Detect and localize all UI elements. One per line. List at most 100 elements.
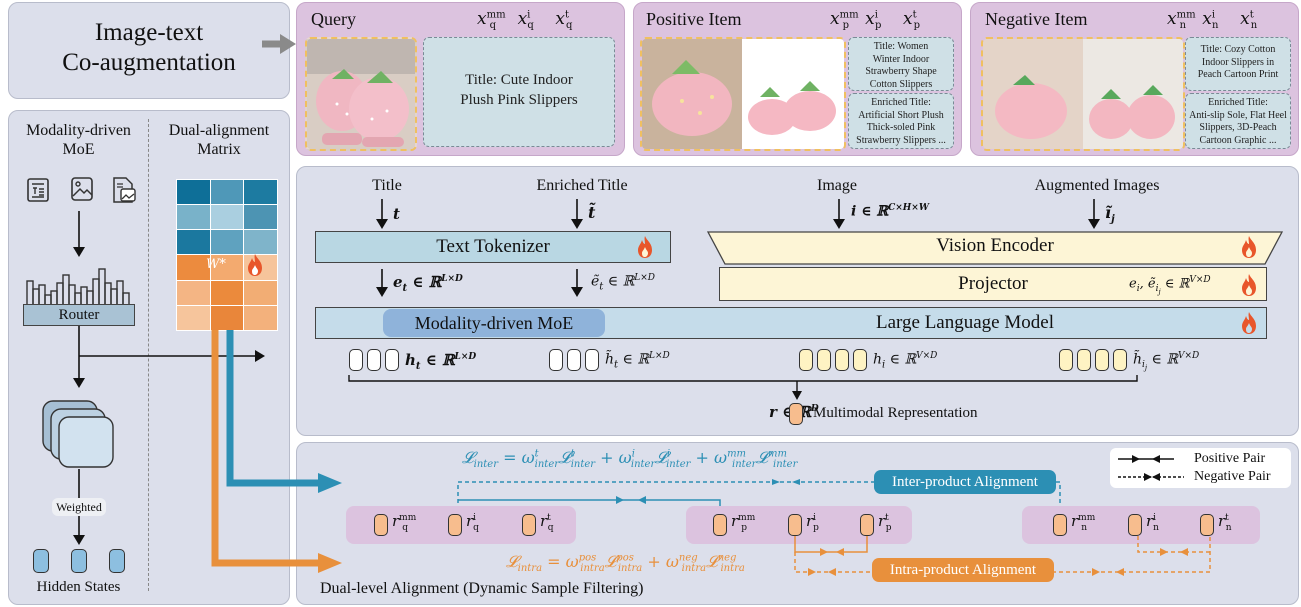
multimodal-rep-label: Multimodal Representation [813,405,978,421]
positive-panel: Positive Item xmmp xip xtp Title: Women … [633,2,962,156]
sym-ht-sup: L×D [454,352,477,362]
input-image-label: Image [817,177,857,194]
moe-title: Modality-driven MoE [26,122,131,158]
negative-symbols: xmmn xin xtn [1167,9,1258,32]
matrix-cell [210,205,244,230]
inter-eq-2-Lsub: inter [666,459,691,471]
augment-arrow [262,34,296,54]
rq-t: rtq [540,512,554,533]
inter-eq-1-sub: inter [534,459,560,471]
rq-t-slot [522,514,536,536]
intra-eq-2: + ω [642,552,679,571]
stacked-states [42,400,114,468]
co-augmentation-panel: Image-text Co-augmentation [8,2,290,99]
sym-r-sup: D [810,404,819,414]
model-panel: Title Enriched Title Image Augmented Ima… [296,166,1299,436]
positive-text-enriched: Enriched Title: Artificial Short Plush T… [856,97,946,146]
inter-eq-2-L: 𝓛 [655,448,667,467]
positive-pair-line [1118,455,1174,463]
sym-ett-text: ẽ [591,273,600,290]
sym-aug-sub: j [1111,214,1115,226]
intra-product-label: Intra-product Alignment [889,562,1037,578]
hidden-state-3 [109,549,125,573]
hi-slot-2 [817,349,831,371]
inter-eq-2-Lsup: i [666,448,671,460]
sym-hij-sup: V×D [1178,351,1200,361]
intra-eq-1-Lsub: intra [617,563,643,575]
sym-ei-text: e [1129,276,1137,292]
negative-image [981,37,1185,151]
htt-slot-1 [549,349,563,371]
rq-i-slot [448,514,462,536]
query-panel: Query xmmq xiq xtq Title: Cute Indoor Pl… [296,2,625,156]
matrix-cell [210,255,244,280]
matrix-cell [177,255,210,280]
intra-loss-sym: 𝓛 [506,552,518,571]
sym-aug: ĩj [1105,203,1115,225]
sym-ht-sub: t [415,361,421,372]
matrix-cell [210,230,244,255]
vision-encoder-label: Vision Encoder [936,235,1054,256]
sym-ett-sub: t [599,281,604,293]
co-augmentation-line2: Co-augmentation [62,49,236,76]
matrix-cell [244,230,277,255]
hidden-state-2 [71,549,87,573]
inter-loss-sub: inter [473,459,498,471]
input-aug-label: Augmented Images [1034,177,1160,194]
matrix-cell [177,205,210,230]
multimodal-doc-icon [113,177,136,203]
pooling-bracket [348,375,1138,400]
sym-htt-sub: t [614,359,619,371]
input-title-label: Title [372,177,402,194]
sym-hi-sup: V×D [916,351,938,361]
sym-hi-in: ∈ ℝ [885,351,917,368]
sym-et-in: ∈ ℝ [407,273,442,291]
negative-title-box: Title: Cozy Cotton Indoor Slippers in Pe… [1185,37,1291,91]
sym-et: et ∈ ℝL×D [393,273,463,294]
rn-mm-slot [1053,514,1067,536]
query-title: Query [311,9,356,29]
sym-hi: hi ∈ ℝV×D [873,351,937,370]
rn-mm: rmmn [1071,512,1096,533]
rq-mm-slot [374,514,388,536]
matrix-cell [210,180,244,205]
intra-eq-2-sup: neg [678,552,698,564]
sym-t-text: t [393,205,400,223]
sym-htt: h̃t ∈ ℝL×D [605,351,670,370]
query-text: Title: Cute Indoor Plush Pink Slippers [460,72,578,108]
sym-hij: h̃ij ∈ ℝV×D [1133,351,1200,373]
dual-alignment-matrix [176,179,278,331]
text-tokenizer: Text Tokenizer [315,231,671,263]
matrix-cell [244,205,277,230]
sym-et-sup: L×D [441,274,463,284]
positive-title-box: Title: Women Winter Indoor Strawberry Sh… [848,37,954,91]
sym-et-sub: t [402,283,408,294]
sym-hij-in: ∈ ℝ [1147,351,1178,368]
ht-slot-3 [385,349,399,371]
rq-i: riq [466,512,479,533]
negative-title: Negative Item [985,9,1088,29]
query-symbols: xmmq xiq xtq [477,9,573,32]
image-icon [71,177,93,201]
matrix-flows [211,330,342,573]
matrix-cell [177,230,210,255]
matrix-cell [244,305,277,330]
matrix-title: Dual-alignment Matrix [168,122,270,158]
inter-eq-3-L: 𝓛 [756,448,769,467]
llm-label: Large Language Model [876,312,1054,333]
vision-encoder-shape [707,231,1283,265]
sym-t: t [393,205,400,223]
vision-fire-icon [1242,236,1256,258]
negative-text-enriched: Enriched Title: Anti-slip Sole, Flat Hee… [1189,97,1287,146]
rp-mm-slot [713,514,727,536]
rp-t-slot [860,514,874,536]
intra-eq-2-Lsub: intra [720,563,745,575]
rp-mm: rmmp [731,512,756,533]
intra-loss-sub: intra [517,563,543,575]
input-enriched-label: Enriched Title [536,177,628,194]
sym-et-text: e [393,273,403,291]
sym-t-tilde: t̃ [588,203,595,222]
router-box: Router [23,304,135,326]
projector: Projector [719,267,1267,301]
matrix-cell [244,280,277,305]
